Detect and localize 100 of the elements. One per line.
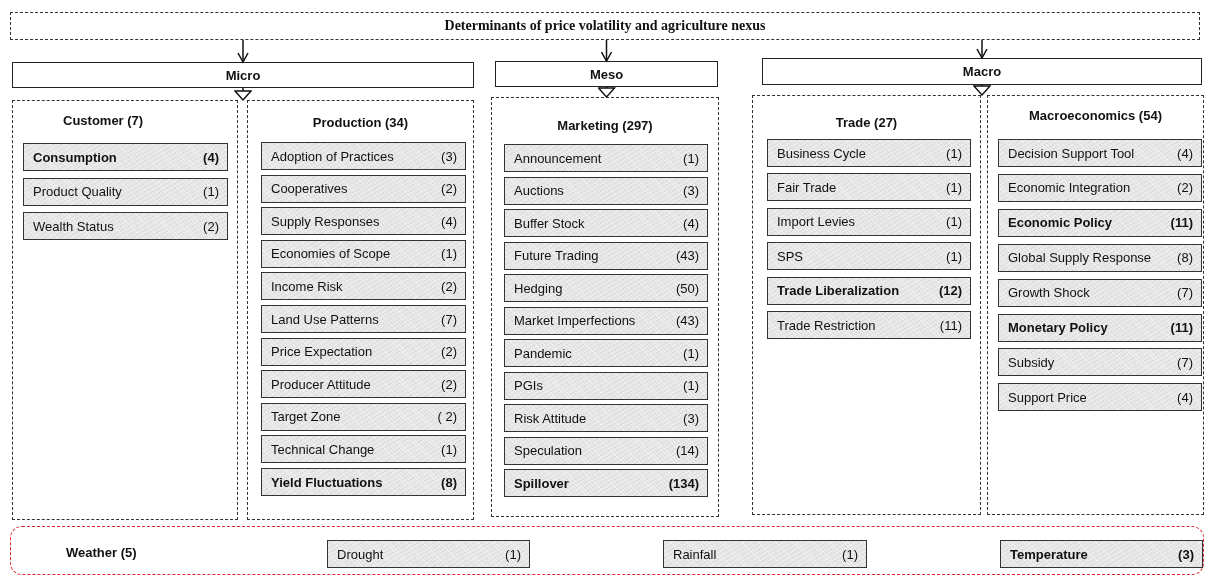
factor-name: Support Price — [1008, 389, 1087, 405]
factor-name: Import Levies — [777, 214, 856, 230]
factor-box — [998, 383, 1202, 412]
factor-count: (2) — [441, 344, 457, 360]
factor-count: (3) — [1178, 546, 1194, 562]
factor-box — [261, 239, 466, 268]
factor-box — [261, 337, 466, 366]
factor-box — [767, 173, 971, 202]
factor-box — [23, 212, 228, 240]
factor-box — [261, 272, 466, 301]
factor-count: (8) — [1177, 250, 1193, 266]
factor-box — [504, 469, 708, 497]
factor-box — [23, 177, 228, 206]
factor-name: Monetary Policy — [1008, 320, 1108, 335]
factor-box — [1000, 540, 1203, 568]
factor-box — [767, 242, 971, 271]
factor-name: Wealth Status — [33, 218, 114, 234]
factor-count: (4) — [1177, 145, 1193, 161]
factor-name: Economic Integration — [1008, 180, 1131, 196]
category-panel — [10, 526, 1204, 575]
factor-count: (1) — [683, 150, 699, 166]
factor-box — [261, 435, 466, 464]
arrow — [597, 86, 616, 98]
factor-name: Global Supply Response — [1008, 250, 1152, 266]
factor-name: Producer Attitude — [271, 376, 371, 392]
factor-name: PGIs — [514, 378, 543, 393]
category-panel — [752, 95, 981, 515]
factor-name: Trade Liberalization — [777, 283, 900, 299]
factor-box — [504, 436, 708, 465]
factor-name: Consumption — [33, 149, 117, 165]
factor-name: Announcement — [514, 150, 602, 166]
category-heading: Customer (7) — [63, 113, 144, 128]
level-box: Macro — [762, 58, 1202, 85]
factor-count: (134) — [668, 475, 699, 491]
factor-box — [504, 176, 708, 205]
factor-name: SPS — [777, 248, 803, 264]
factor-count: (11) — [1170, 215, 1193, 231]
factor-count: (1) — [946, 179, 962, 195]
factor-box — [261, 174, 466, 203]
factor-box — [998, 208, 1202, 237]
factor-name: Drought — [337, 546, 384, 562]
factor-name: Trade Restriction — [777, 317, 876, 333]
category-panel — [247, 100, 474, 520]
factor-count: (2) — [203, 218, 219, 234]
factor-box — [261, 370, 466, 399]
factor-box — [261, 207, 466, 236]
factor-name: Risk Attitude — [514, 410, 587, 426]
factor-name: Rainfall — [673, 546, 717, 562]
level-box: Meso — [495, 61, 718, 87]
factor-count: (43) — [675, 313, 699, 328]
factor-box — [663, 540, 867, 568]
factor-name: Product Quality — [33, 184, 122, 199]
factor-box — [767, 207, 971, 236]
factor-count: (2) — [441, 376, 457, 392]
factor-name: Temperature — [1010, 546, 1088, 562]
factor-box — [504, 274, 708, 302]
factor-name: Future Trading — [514, 248, 599, 263]
factor-box — [998, 243, 1202, 272]
factor-box — [504, 404, 708, 432]
factor-box — [261, 468, 466, 496]
factor-count: (1) — [946, 248, 962, 264]
factor-box — [998, 313, 1202, 342]
factor-name: Income Risk — [271, 278, 343, 294]
factor-count: ( 2) — [437, 409, 457, 425]
arrow — [234, 87, 252, 101]
arrow — [237, 39, 249, 63]
factor-name: Fair Trade — [777, 179, 837, 195]
factor-box — [504, 144, 708, 172]
factor-name: Supply Responses — [271, 213, 380, 229]
title-box: Determinants of price volatility and agriculture nexus — [10, 12, 1200, 40]
factor-count: (1) — [441, 441, 457, 457]
level-box: Micro — [12, 62, 474, 88]
factor-name: Spillover — [514, 475, 569, 491]
factor-count: (1) — [441, 246, 457, 262]
factor-count: (12) — [938, 283, 962, 299]
factor-count: (1) — [683, 378, 699, 393]
factor-count: (4) — [441, 213, 457, 229]
factor-box — [504, 339, 708, 367]
factor-box — [327, 540, 530, 568]
factor-box — [261, 305, 466, 333]
factor-name: Target Zone — [271, 409, 341, 425]
factor-box — [767, 311, 971, 339]
factor-box — [767, 139, 971, 167]
factor-box — [504, 371, 708, 400]
factor-count: (4) — [683, 215, 699, 231]
factor-count: (11) — [939, 317, 962, 333]
factor-count: (11) — [1170, 320, 1193, 335]
factor-name: Speculation — [514, 443, 582, 458]
category-heading: Macroeconomics (54) — [1028, 108, 1163, 123]
factor-count: (1) — [842, 546, 858, 562]
factor-box — [504, 241, 708, 270]
factor-name: Hedging — [514, 280, 563, 296]
category-heading: Weather (5) — [66, 545, 137, 560]
factor-box — [998, 173, 1202, 202]
arrow — [976, 39, 988, 59]
factor-count: (3) — [683, 410, 699, 426]
factor-box — [261, 402, 466, 431]
factor-box — [998, 278, 1202, 307]
factor-name: Market Imperfections — [514, 313, 636, 328]
category-panel — [987, 95, 1204, 515]
